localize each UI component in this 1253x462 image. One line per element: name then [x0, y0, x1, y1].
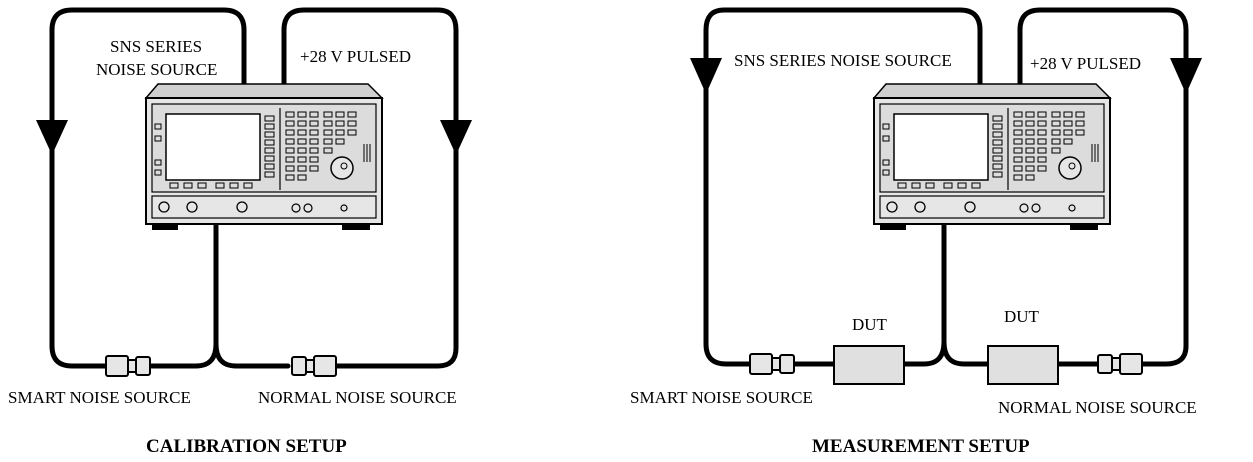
calibration-panel: SNS SERIES NOISE SOURCE +28 V PULSED SMA…: [8, 7, 472, 457]
calibration-sns-label-line2: NOISE SOURCE: [96, 60, 217, 79]
measurement-analyzer-instrument: [873, 83, 1111, 231]
calibration-center-cable: [147, 223, 291, 369]
measurement-left-arrow-icon: [690, 58, 722, 94]
measurement-dut-right-box: [987, 345, 1059, 385]
measurement-normal-noise-source: [1097, 353, 1143, 375]
measurement-pulsed-label: +28 V PULSED: [1030, 54, 1141, 73]
measurement-dut-right-label: DUT: [1004, 307, 1040, 326]
calibration-left-arrow-icon: [36, 120, 68, 155]
measurement-dut-left-label: DUT: [852, 315, 888, 334]
measurement-right-cable: [1017, 7, 1189, 367]
measurement-panel: SNS SERIES NOISE SOURCE +28 V PULSED DUT…: [630, 7, 1202, 457]
calibration-normal-noise-source: [291, 355, 337, 377]
measurement-smart-noise-source: [749, 353, 795, 375]
measurement-right-arrow-icon: [1170, 58, 1202, 94]
calibration-smart-noise-source: [105, 355, 151, 377]
calibration-title: CALIBRATION SETUP: [146, 436, 347, 457]
calibration-pulsed-label: +28 V PULSED: [300, 47, 411, 66]
calibration-sns-label-line1: SNS SERIES: [110, 37, 202, 56]
measurement-smart-source-label: SMART NOISE SOURCE: [630, 388, 813, 407]
measurement-title: MEASUREMENT SETUP: [812, 436, 1030, 457]
calibration-left-cable: [49, 7, 247, 369]
measurement-dut-left-box: [833, 345, 905, 385]
calibration-smart-source-label: SMART NOISE SOURCE: [8, 388, 191, 407]
calibration-right-cable: [281, 7, 459, 369]
measurement-center-cable: [901, 223, 991, 367]
calibration-normal-source-label: NORMAL NOISE SOURCE: [258, 388, 457, 407]
calibration-right-arrow-icon: [440, 120, 472, 155]
measurement-left-cable: [703, 7, 983, 367]
calibration-analyzer-instrument: [145, 83, 383, 231]
measurement-sns-label: SNS SERIES NOISE SOURCE: [734, 51, 952, 70]
measurement-normal-source-label: NORMAL NOISE SOURCE: [998, 398, 1197, 417]
